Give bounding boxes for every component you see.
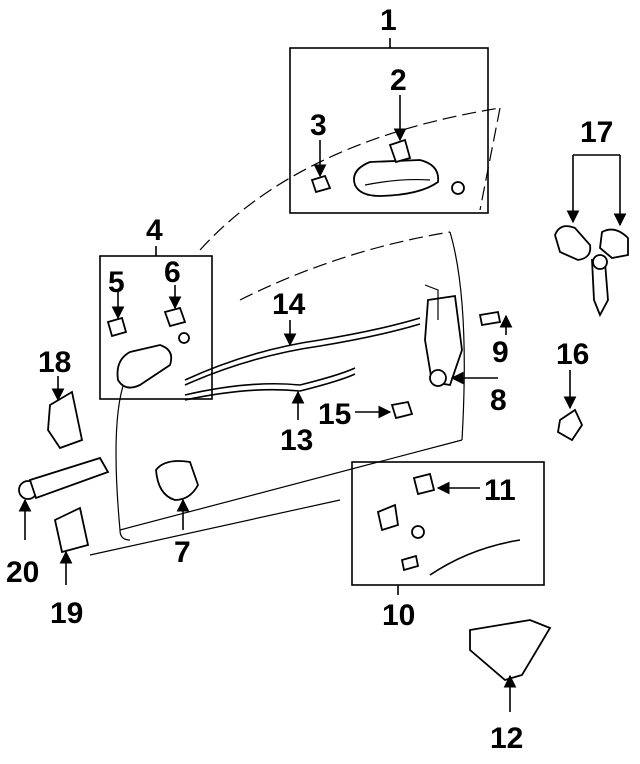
lock-rod-13 [184,367,356,396]
rods [184,317,421,401]
clip-part-5 [106,316,128,338]
callout-6: 6 [164,256,181,289]
lock-rod-14 [184,317,421,381]
lock-cylinder-part-17 [554,225,629,318]
door-outline [89,107,501,556]
door-latch-part-8 [424,284,463,387]
lower-hinge-part-19 [53,506,90,554]
callout-13: 13 [280,424,313,457]
callout-7: 7 [174,536,191,569]
cover-part-12 [469,619,552,682]
bracket-part-16 [557,408,584,442]
screw-icon [411,525,425,539]
callout-17: 17 [580,116,613,149]
callout-10: 10 [382,599,415,632]
group-box-10: 10 [351,461,545,632]
clip-icon [400,554,420,572]
rod-icon [429,539,521,576]
callout-5: 5 [108,266,125,299]
clip-icon [376,503,400,532]
group-box-4: 4 5 6 [99,214,213,400]
clip-part-6 [163,306,187,328]
callout-1: 1 [380,4,397,37]
callout-2: 2 [390,64,407,97]
clip-part-15 [390,400,414,420]
upper-hinge-part-18 [47,390,84,450]
group-box-1: 1 2 3 [289,4,489,214]
callout-3: 3 [310,109,327,142]
callout-4: 4 [146,214,163,247]
callout-16: 16 [556,338,589,371]
callout-9: 9 [492,336,509,369]
callout-18: 18 [38,346,71,379]
clip-part-11 [412,472,436,496]
door-check-part-20 [18,456,110,500]
callout-20: 20 [6,556,39,589]
bolt-icon [451,181,465,195]
striker-part-9 [478,310,502,327]
screw-icon [178,332,190,344]
callout-15: 15 [318,398,351,431]
screw-part-3 [310,174,332,194]
inside-handle-part-7 [155,460,199,501]
outside-handle-part-2 [353,138,440,197]
callout-12: 12 [490,722,523,755]
callout-14: 14 [272,288,306,321]
callout-8: 8 [490,384,507,417]
callout-11: 11 [484,474,516,507]
inside-handle-bezel [116,344,173,389]
callout-19: 19 [50,597,83,630]
